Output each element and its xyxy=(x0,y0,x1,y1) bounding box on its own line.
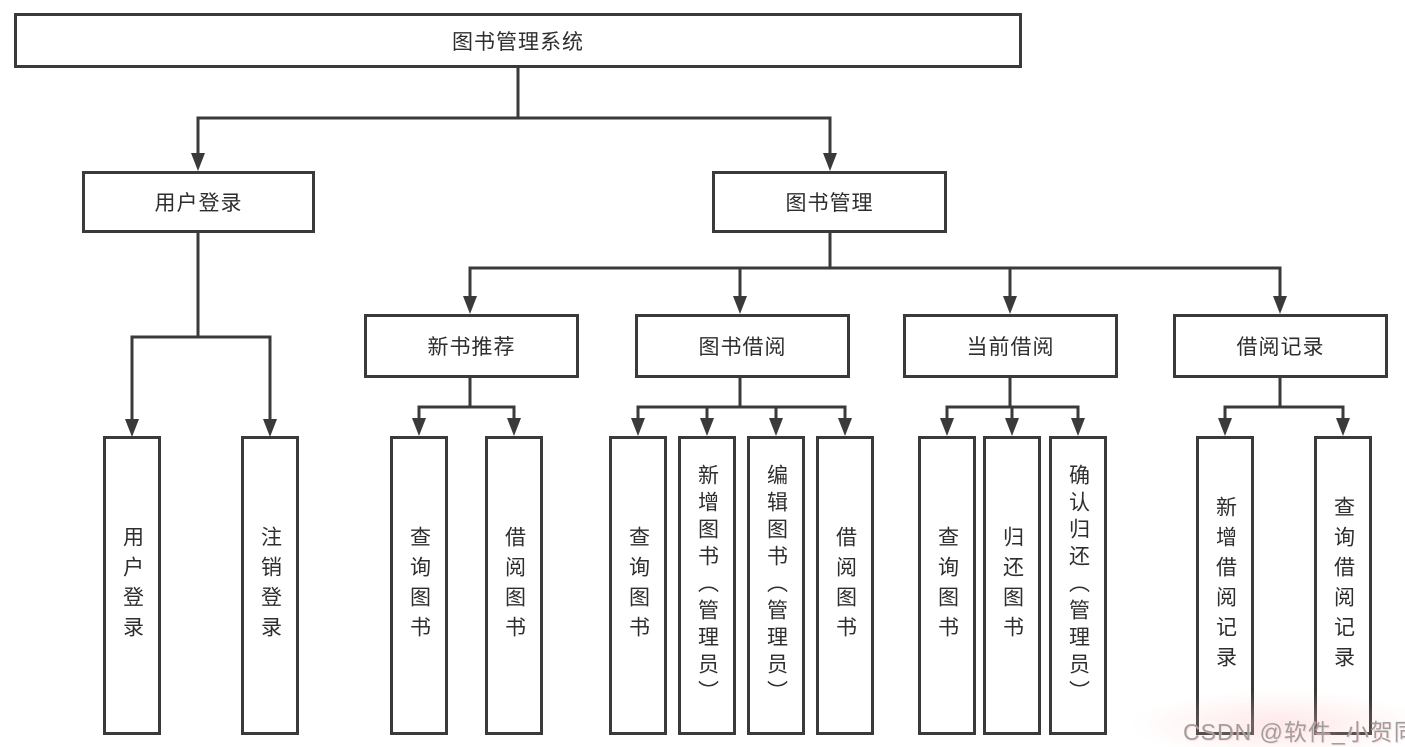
leaf-newbook-query-books: 查询图书 xyxy=(390,436,448,735)
leaf-label: 编辑图书（管理员） xyxy=(764,464,788,707)
node-new-book-recommend: 新书推荐 xyxy=(364,314,579,378)
node-label: 当前借阅 xyxy=(966,336,1055,359)
leaf-label: 借阅图书 xyxy=(502,525,526,646)
leaf-borrow-add-books-admin: 新增图书（管理员） xyxy=(678,436,736,735)
watermark-text: CSDN @软件_小贺同学 xyxy=(1183,719,1405,745)
node-user-login: 用户登录 xyxy=(82,171,315,233)
node-label: 图书借阅 xyxy=(698,336,787,359)
leaf-borrow-borrow-books: 借阅图书 xyxy=(816,436,874,735)
leaf-label: 用户登录 xyxy=(120,525,144,646)
node-current-borrow: 当前借阅 xyxy=(903,314,1118,378)
leaf-logout: 注销登录 xyxy=(241,436,299,735)
leaf-current-confirm-return-admin: 确认归还（管理员） xyxy=(1049,436,1107,735)
leaf-user-login: 用户登录 xyxy=(103,436,161,735)
leaf-label: 确认归还（管理员） xyxy=(1066,464,1090,707)
leaf-current-return-books: 归还图书 xyxy=(983,436,1041,735)
node-borrow-records: 借阅记录 xyxy=(1173,314,1388,378)
node-label: 图书管理系统 xyxy=(452,30,584,54)
leaf-current-query-books: 查询图书 xyxy=(918,436,976,735)
node-library-management-system: 图书管理系统 xyxy=(14,13,1022,68)
leaf-records-add-borrow-record: 新增借阅记录 xyxy=(1196,436,1254,735)
leaf-label: 新增借阅记录 xyxy=(1213,495,1237,676)
leaf-borrow-query-books: 查询图书 xyxy=(609,436,667,735)
node-label: 借阅记录 xyxy=(1236,336,1325,359)
node-book-borrow: 图书借阅 xyxy=(635,314,850,378)
node-book-management: 图书管理 xyxy=(712,171,947,233)
leaf-label: 新增图书（管理员） xyxy=(695,464,719,707)
leaf-label: 借阅图书 xyxy=(833,525,857,646)
leaf-label: 归还图书 xyxy=(1000,525,1024,646)
node-label: 用户登录 xyxy=(154,192,243,215)
leaf-label: 注销登录 xyxy=(258,525,282,646)
node-label: 新书推荐 xyxy=(427,336,516,359)
leaf-label: 查询图书 xyxy=(626,525,650,646)
leaf-label: 查询借阅记录 xyxy=(1331,495,1355,676)
leaf-label: 查询图书 xyxy=(407,525,431,646)
leaf-borrow-edit-books-admin: 编辑图书（管理员） xyxy=(747,436,805,735)
node-label: 图书管理 xyxy=(785,192,874,215)
leaf-label: 查询图书 xyxy=(935,525,959,646)
leaf-records-query-borrow-record: 查询借阅记录 xyxy=(1314,436,1372,735)
leaf-newbook-borrow-books: 借阅图书 xyxy=(485,436,543,735)
